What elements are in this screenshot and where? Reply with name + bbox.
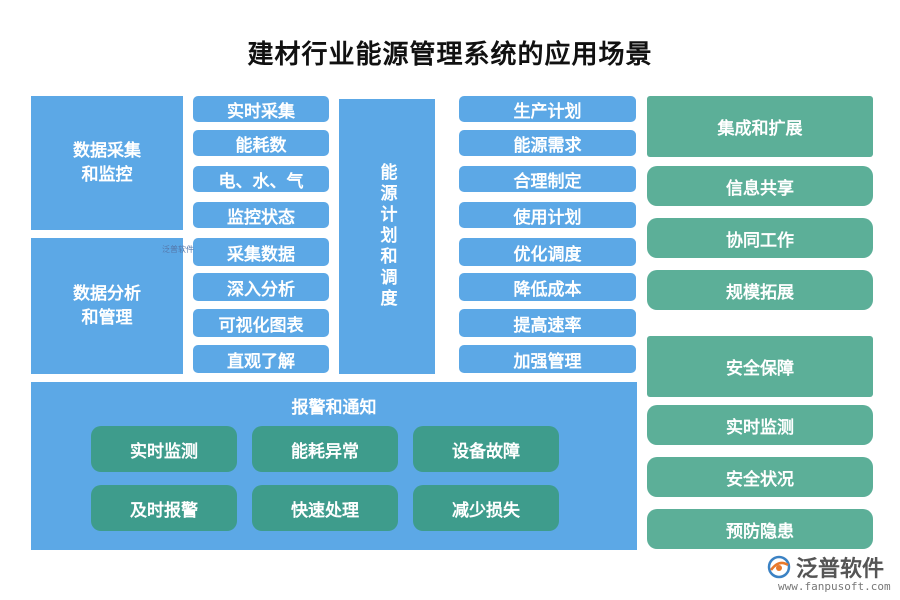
col2-item: 采集数据 bbox=[193, 238, 329, 266]
page-title: 建材行业能源管理系统的应用场景 bbox=[247, 40, 653, 70]
alarm-item: 能耗异常 bbox=[252, 426, 398, 472]
integration-item: 规模拓展 bbox=[647, 270, 873, 310]
integration-item: 信息共享 bbox=[647, 166, 873, 206]
alarm-panel: 报警和通知 实时监测 能耗异常 设备故障 及时报警 快速处理 减少损失 bbox=[31, 382, 637, 550]
col2-item: 电、水、气 bbox=[193, 166, 329, 192]
col4-item: 加强管理 bbox=[459, 345, 636, 373]
alarm-item: 设备故障 bbox=[413, 426, 559, 472]
col4-item: 生产计划 bbox=[459, 96, 636, 122]
col4-item: 优化调度 bbox=[459, 238, 636, 266]
security-item: 实时监测 bbox=[647, 405, 873, 445]
energy-plan-box: 能源计划和调度 bbox=[339, 99, 435, 374]
watermark: 泛普软件 bbox=[162, 245, 194, 254]
col2-item: 监控状态 bbox=[193, 202, 329, 228]
col4-item: 使用计划 bbox=[459, 202, 636, 228]
col4-item: 合理制定 bbox=[459, 166, 636, 192]
security-header: 安全保障 bbox=[647, 336, 873, 397]
security-item: 安全状况 bbox=[647, 457, 873, 497]
security-item: 预防隐患 bbox=[647, 509, 873, 549]
alarm-title: 报警和通知 bbox=[291, 398, 377, 418]
col4-item: 提高速率 bbox=[459, 309, 636, 337]
alarm-item: 减少损失 bbox=[413, 485, 559, 531]
data-collection-box: 数据采集 和监控 bbox=[31, 96, 183, 230]
col2-item: 直观了解 bbox=[193, 345, 329, 373]
col2-item: 深入分析 bbox=[193, 273, 329, 301]
energy-plan-label: 能源计划和调度 bbox=[376, 163, 397, 310]
brand-logo-icon bbox=[767, 555, 791, 579]
col2-item: 能耗数 bbox=[193, 130, 329, 156]
col4-item: 能源需求 bbox=[459, 130, 636, 156]
col4-item: 降低成本 bbox=[459, 273, 636, 301]
col2-item: 实时采集 bbox=[193, 96, 329, 122]
brand-logo: 泛普软件 bbox=[766, 554, 896, 582]
integration-item: 协同工作 bbox=[647, 218, 873, 258]
alarm-item: 及时报警 bbox=[91, 485, 237, 531]
logo-url: www.fanpusoft.com bbox=[778, 580, 891, 593]
alarm-item: 实时监测 bbox=[91, 426, 237, 472]
integration-header: 集成和扩展 bbox=[647, 96, 873, 157]
data-analysis-box: 数据分析 和管理 bbox=[31, 238, 183, 374]
alarm-item: 快速处理 bbox=[252, 485, 398, 531]
logo-name: 泛普软件 bbox=[796, 557, 885, 582]
col2-item: 可视化图表 bbox=[193, 309, 329, 337]
